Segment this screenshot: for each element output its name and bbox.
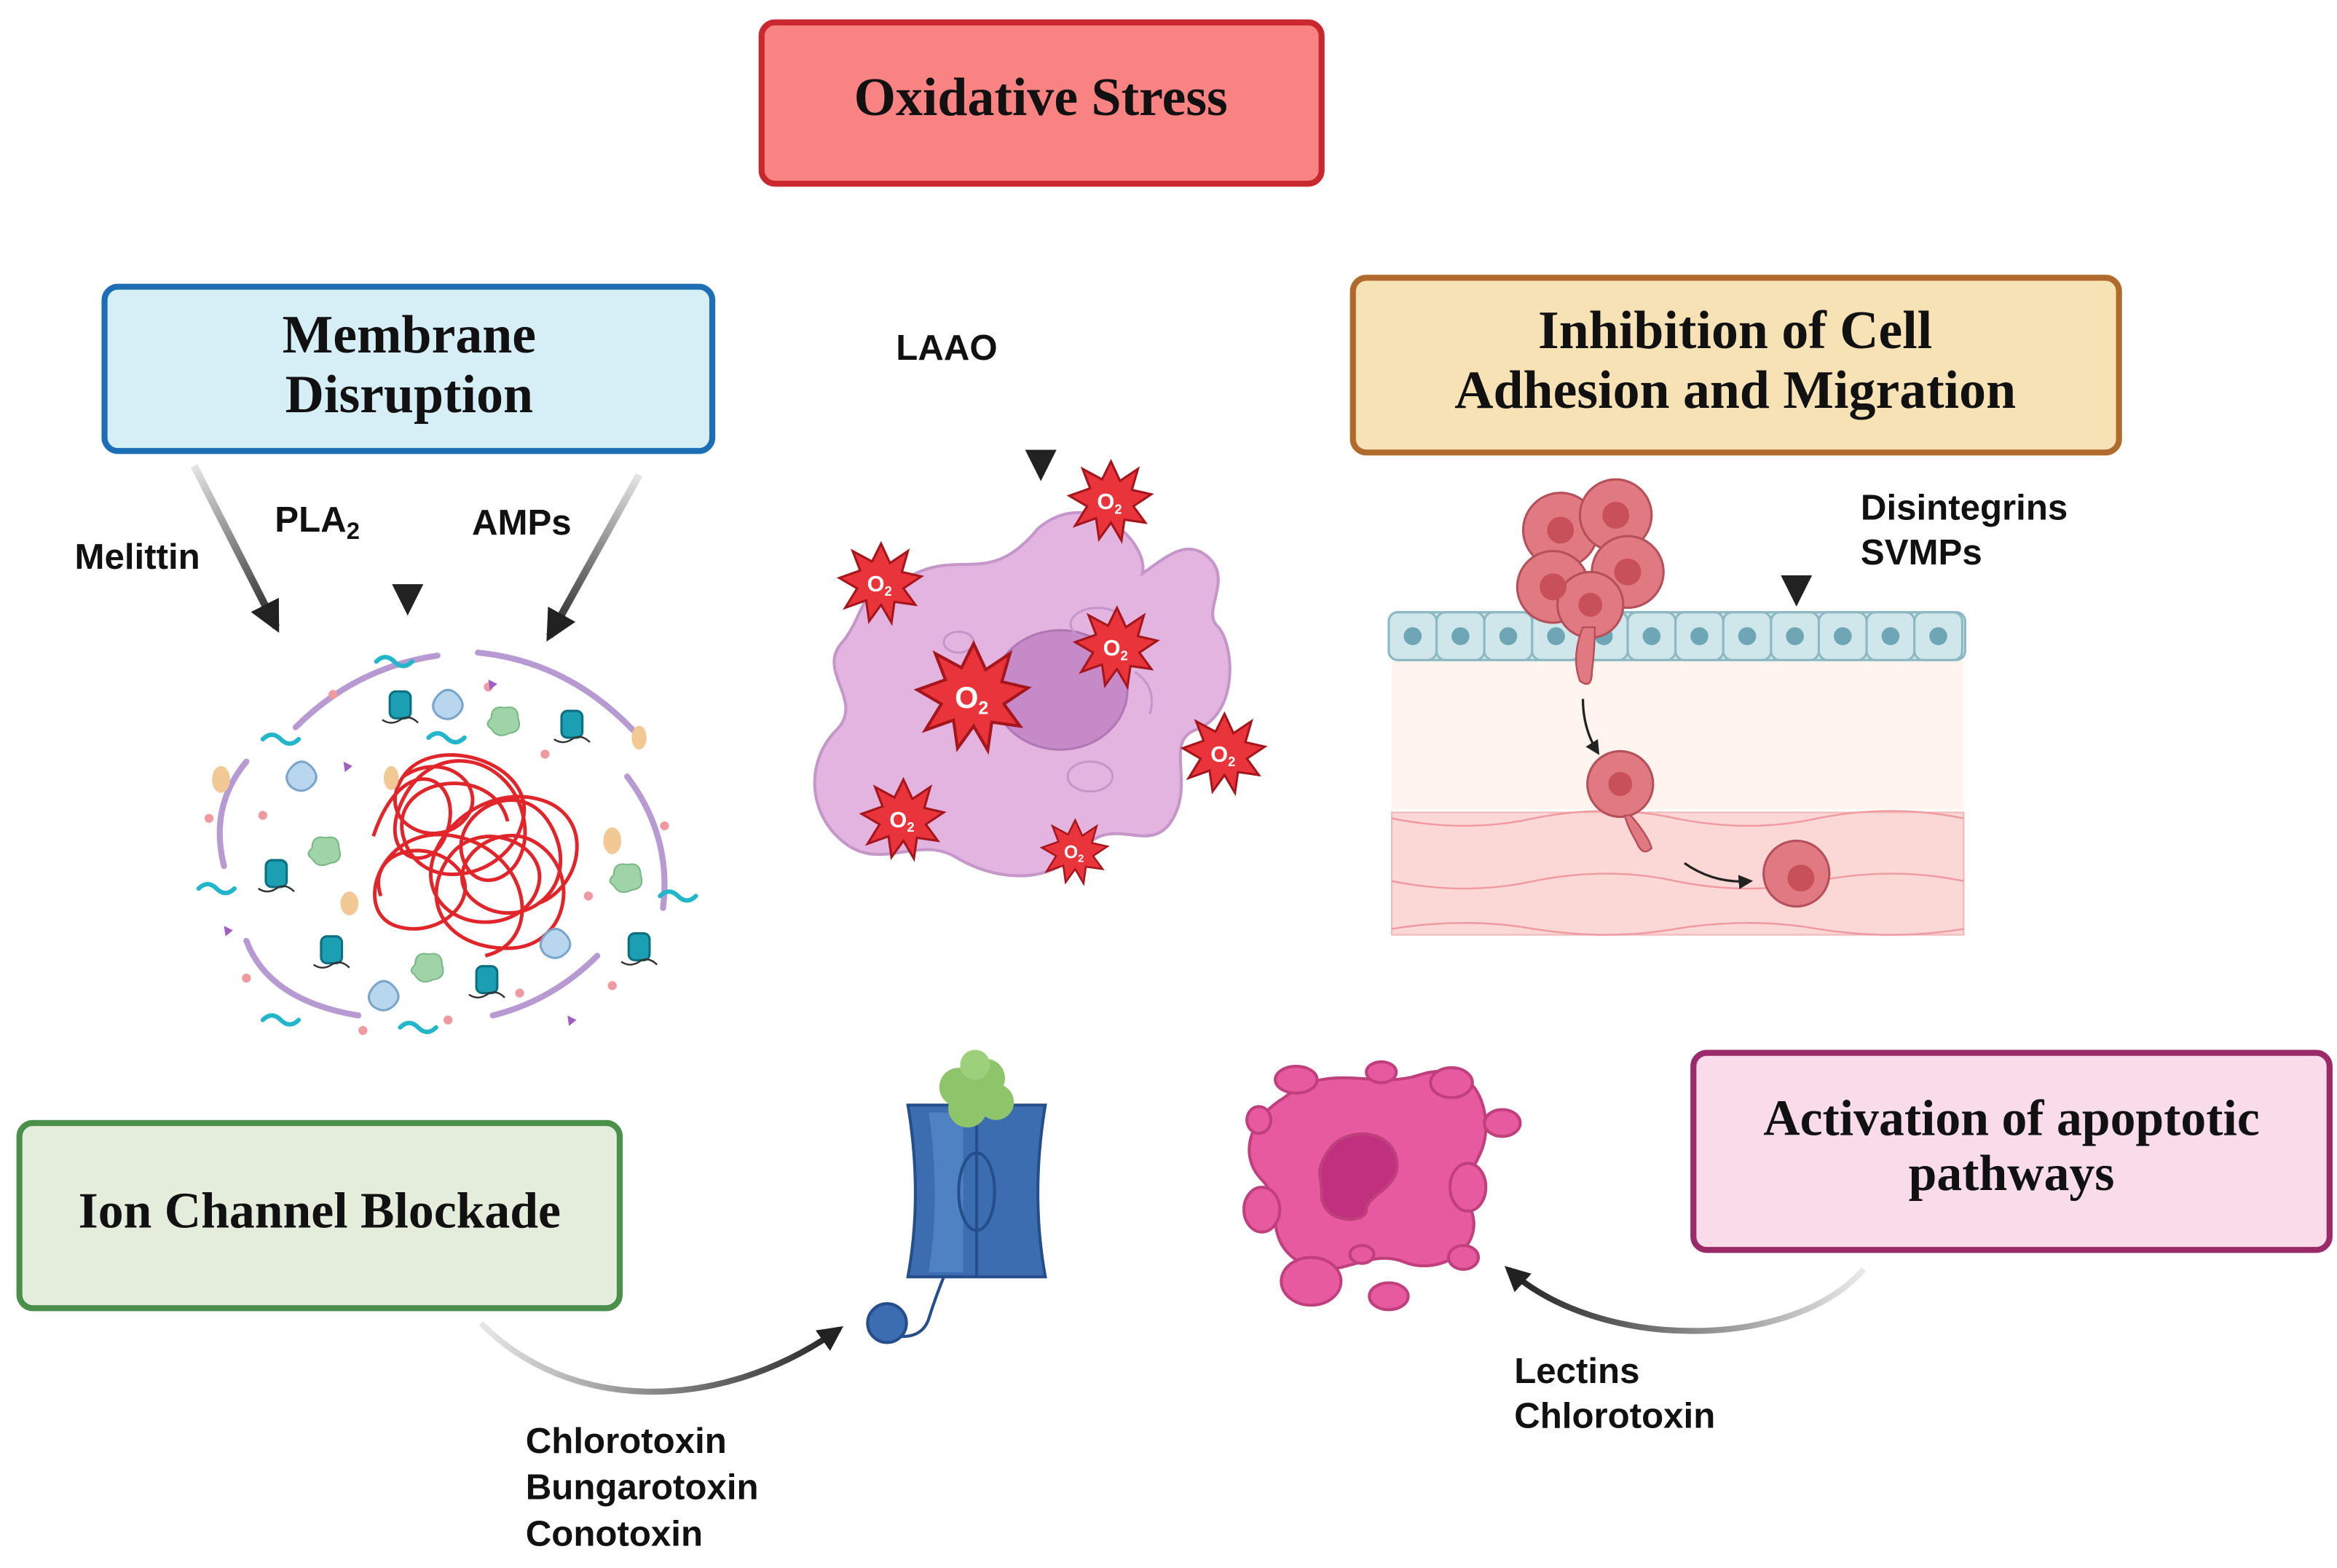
- cell-adhesion-box: Inhibition of Cell Adhesion and Migratio…: [1349, 275, 2122, 456]
- ion-channel-illustration: [866, 1049, 1047, 1344]
- tangled-dna-icon: [371, 753, 579, 958]
- tumor-cluster: [1516, 478, 1665, 685]
- endothelial-nucleus: [1738, 627, 1757, 645]
- oxidative-stress-box: Oxidative Stress: [758, 19, 1325, 187]
- endothelial-nucleus: [1690, 627, 1709, 645]
- oxidative-cell-illustration: [813, 460, 1266, 885]
- lysed-cell-illustration: [196, 649, 698, 1035]
- cell-migration-illustration: [1387, 478, 1966, 936]
- apoptotic-cell-illustration: [1242, 1060, 1522, 1312]
- endothelial-nucleus: [1451, 627, 1470, 645]
- endothelial-layer: [1391, 811, 1965, 936]
- extravasated-cell: [1762, 839, 1831, 908]
- endothelial-nucleus: [1403, 627, 1422, 645]
- endothelial-nucleus: [1499, 627, 1518, 645]
- melittin-arrow: [190, 464, 280, 633]
- apoptotic-box: Activation of apoptotic pathways: [1690, 1049, 2333, 1253]
- migrating-cell: [1586, 749, 1655, 853]
- labels: LAAO Melittin PLA2 AMPs Disintegrins SVM…: [75, 328, 2068, 1553]
- bungarotoxin-label: Bungarotoxin: [526, 1467, 759, 1508]
- melittin-label: Melittin: [75, 537, 200, 577]
- adhesion-title-line1: Inhibition of Cell: [1538, 300, 1932, 360]
- svmps-label: SVMPs: [1861, 532, 1982, 572]
- endothelial-nucleus: [1642, 627, 1661, 645]
- laao-label: LAAO: [896, 328, 997, 368]
- endothelial-nucleus: [1834, 627, 1852, 645]
- membrane-title-line1: Membrane: [283, 304, 536, 364]
- epithelial-cells: [1387, 611, 1966, 661]
- membrane-disruption-box: Membrane Disruption: [101, 283, 716, 454]
- ion-channel-box: Ion Channel Blockade: [16, 1119, 623, 1312]
- endothelial-nucleus: [1929, 627, 1947, 645]
- chlorotoxin-apoptosis-label: Chlorotoxin: [1514, 1395, 1715, 1435]
- oxidative-stress-title: Oxidative Stress: [854, 67, 1228, 127]
- apoptotic-title-line2: pathways: [1909, 1146, 2115, 1202]
- chlorotoxin-label: Chlorotoxin: [526, 1421, 727, 1461]
- lectins-label: Lectins: [1514, 1351, 1639, 1391]
- ion-channel-title: Ion Channel Blockade: [79, 1183, 561, 1240]
- adhesion-title-line2: Adhesion and Migration: [1454, 360, 2016, 419]
- apoptosis-arrow: [1504, 1266, 1867, 1334]
- toxin-blocker-icon: [939, 1049, 1014, 1128]
- ion-channel-arrow: [478, 1320, 844, 1395]
- vessel-lumen: [1392, 660, 1964, 810]
- disintegrins-label: Disintegrins: [1861, 488, 2068, 528]
- arrows: [190, 201, 1867, 1395]
- endothelial-nucleus: [1881, 627, 1900, 645]
- pla2-label: PLA2: [275, 500, 360, 544]
- endothelial-nucleus: [1786, 627, 1805, 645]
- apoptotic-title-line1: Activation of apoptotic: [1763, 1090, 2259, 1146]
- amps-label: AMPs: [472, 503, 572, 543]
- amps-arrow: [546, 473, 643, 642]
- membrane-title-line2: Disruption: [285, 364, 533, 424]
- conotoxin-label: Conotoxin: [526, 1513, 703, 1553]
- endothelial-nucleus: [1547, 627, 1565, 645]
